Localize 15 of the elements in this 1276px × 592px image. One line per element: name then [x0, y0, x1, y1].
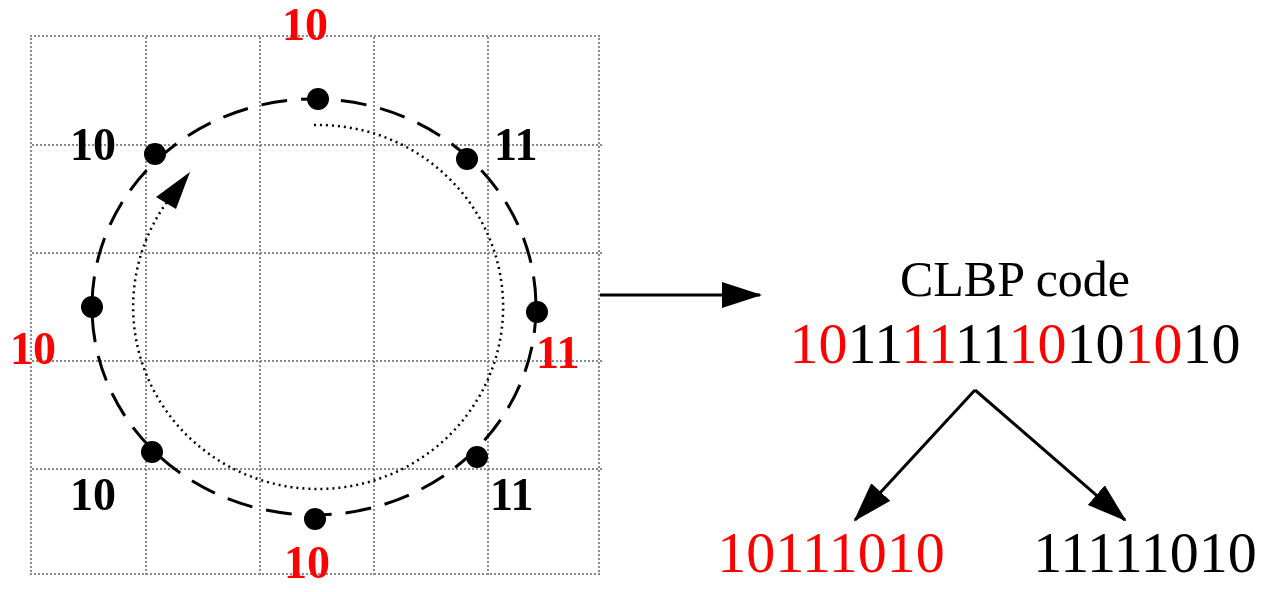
binary-code: 1011111110101010 — [789, 310, 1241, 379]
bit-label: 11 — [490, 472, 534, 518]
arrow — [974, 388, 1127, 522]
binary-code: 11111010 — [1033, 521, 1257, 585]
bit-label: 11 — [494, 122, 538, 168]
bit-label: 10 — [282, 2, 328, 48]
bit-label: 10 — [70, 122, 116, 168]
arrow — [600, 282, 762, 308]
bit-label: 10 — [10, 326, 56, 372]
binary-code: 10111010 — [717, 521, 945, 585]
bit-label: 10 — [70, 472, 116, 518]
bit-label: 11 — [536, 330, 580, 376]
bit-label: 10 — [284, 540, 330, 586]
arrow — [853, 389, 977, 522]
code-heading: CLBP code — [899, 250, 1131, 310]
